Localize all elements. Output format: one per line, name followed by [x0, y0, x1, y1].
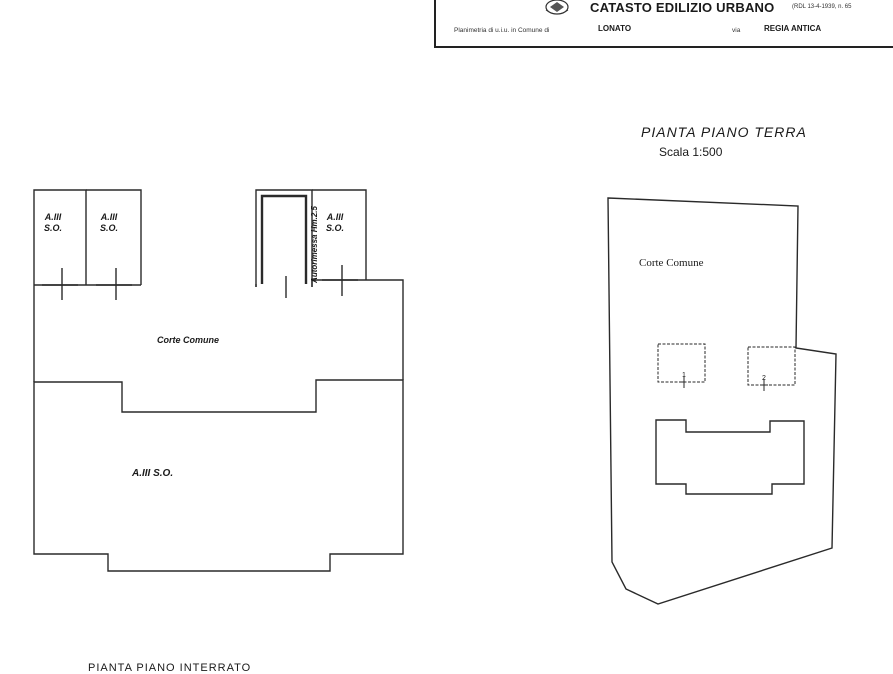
- bottom-cut-text: PIANTA PIANO INTERRATO: [88, 662, 252, 674]
- building-a-outline: [657, 343, 706, 383]
- corte-comune-outline: [33, 279, 404, 382]
- right-corte-label: Corte Comune: [639, 257, 704, 269]
- plan-scale: Scala 1:500: [659, 145, 723, 159]
- plan-title: PIANTA PIANO TERRA: [641, 124, 807, 140]
- marker-2-label: 2: [762, 375, 766, 382]
- door-tick-1: [42, 268, 78, 300]
- site-outline: [607, 197, 837, 605]
- door-tick-2: [96, 268, 132, 300]
- cadastral-header: CATASTO EDILIZIO URBANO (RDL 13-4-1939, …: [434, 0, 893, 48]
- door-tick-4: [322, 265, 358, 296]
- emblem-icon: [545, 0, 569, 15]
- marker-2-line: [760, 379, 768, 391]
- storage-box-1-outline: [33, 189, 87, 285]
- main-building-outline: [655, 419, 805, 495]
- main-room-outline: [33, 379, 404, 572]
- storage-box-2-outline: [86, 189, 142, 285]
- header-via: REGIA ANTICA: [764, 24, 822, 33]
- header-title: CATASTO EDILIZIO URBANO: [590, 0, 775, 15]
- building-b-outline: [747, 346, 796, 386]
- marker-1-line: [680, 376, 686, 388]
- autorimessa-inner: [260, 194, 308, 284]
- header-law-reference: (RDL 13-4-1939, n. 65: [792, 4, 852, 10]
- autorimessa-label: Autorimessa Hm.2.5: [309, 206, 319, 283]
- header-via-label: via: [732, 27, 741, 34]
- header-comune: LONATO: [598, 24, 632, 33]
- main-room-label: A.III S.O.: [132, 468, 174, 479]
- left-corte-label: Corte Comune: [157, 335, 220, 345]
- autorimessa-outline: [255, 189, 313, 287]
- storage-box-4-outline: [312, 189, 367, 280]
- header-planimetria-label: Planimetria di u.i.u. in Comune di: [454, 27, 550, 34]
- marker-1-label: 1: [682, 372, 686, 379]
